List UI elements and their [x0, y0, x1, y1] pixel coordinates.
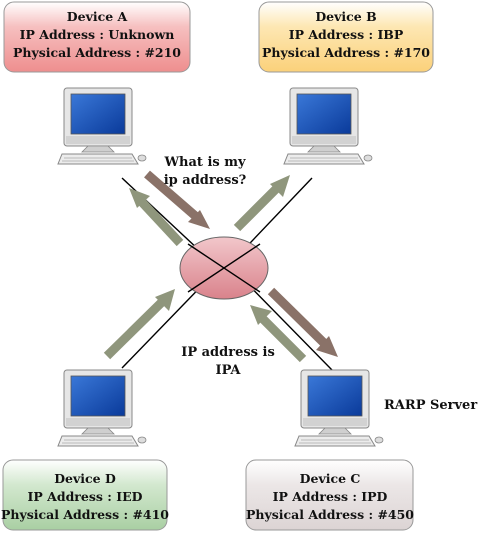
device-a-ip: IP Address : Unknown: [20, 27, 175, 42]
reply-message-line2: IPA: [216, 363, 242, 378]
device-d-card: Device D IP Address : IED Physical Addre…: [1, 459, 169, 531]
device-b-mac: Physical Address : #170: [262, 45, 430, 60]
broadcast-arrow-b: [233, 175, 290, 232]
device-d-mac: Physical Address : #410: [1, 507, 169, 522]
device-c-ip: IP Address : IPD: [273, 489, 388, 504]
device-a-card: Device A IP Address : Unknown Physical A…: [3, 1, 191, 73]
rarp-server-label: RARP Server: [384, 398, 477, 413]
request-arrow: [144, 170, 210, 229]
broadcast-arrow-a: [129, 188, 184, 247]
device-a-name: Device A: [67, 9, 128, 24]
device-d-ip: IP Address : IED: [28, 489, 143, 504]
device-b-name: Device B: [315, 9, 376, 24]
computer-icon: [283, 87, 373, 165]
broadcast-arrow-c: [267, 287, 338, 357]
request-message-line2: ip address?: [164, 173, 247, 188]
device-d-name: Device D: [54, 471, 116, 486]
computer-icon: [57, 87, 147, 165]
computer-icon: [57, 369, 147, 447]
device-b-card: Device B IP Address : IBP Physical Addre…: [258, 1, 434, 73]
broadcast-arrow-d: [103, 289, 175, 360]
computer-icon: [294, 369, 384, 447]
device-b-ip: IP Address : IBP: [289, 27, 404, 42]
device-c-name: Device C: [300, 471, 361, 486]
reply-message-line1: IP address is: [181, 345, 275, 360]
device-c-mac: Physical Address : #450: [246, 507, 414, 522]
reply-arrow: [250, 305, 307, 363]
device-a-mac: Physical Address : #210: [13, 45, 181, 60]
hub-icon: [179, 236, 269, 300]
device-c-card: Device C IP Address : IPD Physical Addre…: [245, 459, 414, 531]
request-message-line1: What is my: [163, 155, 246, 170]
